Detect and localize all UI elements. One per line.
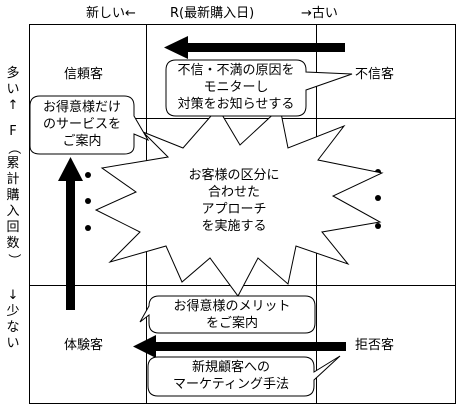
grid-outer-border [29,24,456,404]
ellipsis-dot [375,223,381,229]
axis-char: い [6,82,20,97]
ellipsis-dot [85,172,91,178]
segment-trusted: 信頼客 [64,67,104,82]
distrust-callout-shape [165,59,353,117]
ellipsis-dot [85,198,91,204]
segment-refusal: 拒否客 [355,338,395,353]
axis-char: 計 [6,172,20,187]
distrust-callout-text: 不信・不満の原因を モニターし 対策をお知らせする [177,63,295,112]
axis-char: （ [6,141,21,155]
axis-char: F [9,124,17,139]
axis-char: 入 [6,204,20,219]
arrow-top-left [164,36,345,59]
center-burst-text: お客様の区分に 合わせた アプローチ を実施する [188,168,280,234]
segment-distrust: 不信客 [355,67,395,82]
axis-char: 少 [6,304,20,319]
new-marketing-callout-text: 新規顧客への マーケティング手法 [173,360,289,392]
axis-char: ） [6,253,21,267]
arrow-bottom-left [133,335,346,358]
left-dots [85,172,91,231]
vip-callout-shape [29,95,150,155]
axis-char: 購 [6,188,20,203]
center-burst-shape [94,107,384,297]
header-r-label: R(最新購入日) [170,6,255,21]
axis-char: い [6,336,20,351]
axis-char: ↑ [7,98,19,113]
axis-char: 回 [6,220,20,235]
ellipsis-dot [85,225,91,231]
vip-callout-text: お得意様だけ のサービスを ご案内 [42,100,121,149]
arrow-up [58,157,83,310]
axis-char: 多 [6,66,20,81]
merit-callout-text: お得意様のメリット をご案内 [173,299,291,331]
axis-char: ↓ [7,288,19,303]
merit-callout-shape [139,295,316,334]
header-new-label: 新しい← [86,6,136,21]
ellipsis-dot [375,195,381,201]
header-old-label: →古い [301,6,338,21]
axis-char: な [6,320,20,335]
new-marketing-callout-shape [147,355,341,397]
axis-char: 数 [6,236,20,251]
axis-char: 累 [6,156,20,171]
segment-trial: 体験客 [64,338,104,353]
